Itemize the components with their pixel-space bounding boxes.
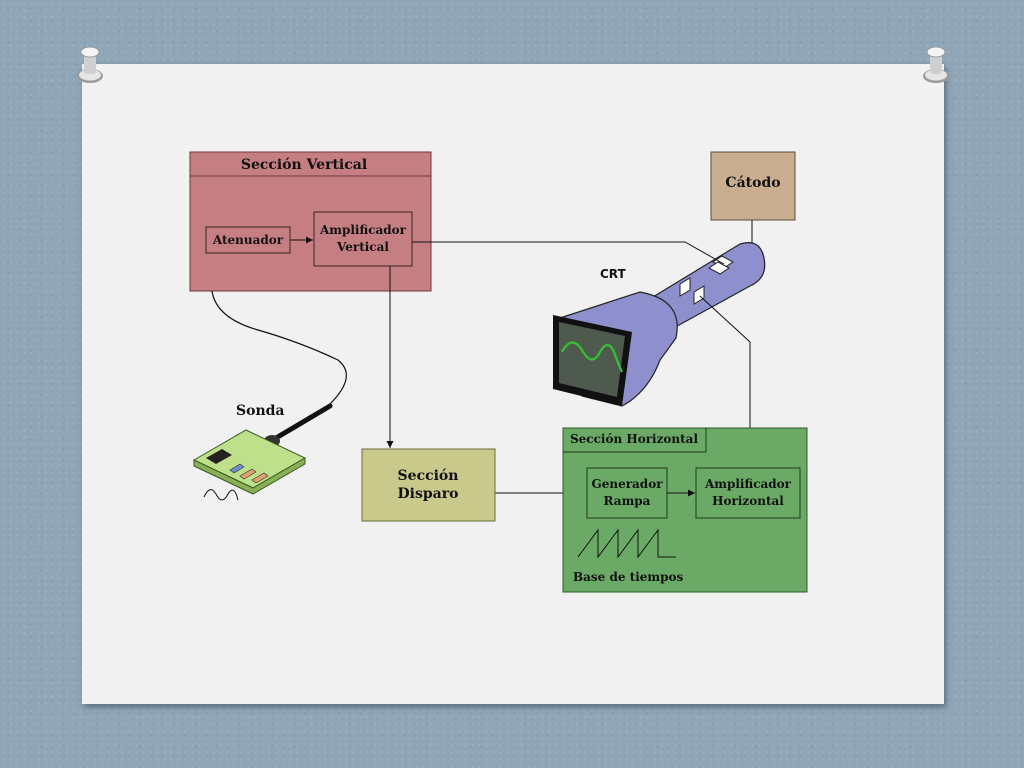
horizontal-amp-to-crt-line bbox=[699, 295, 751, 451]
ramp-line2: Rampa bbox=[604, 494, 651, 508]
pushpin-left-icon bbox=[77, 46, 103, 83]
horizontal-section: Sección Horizontal Generador Rampa Ampli… bbox=[562, 427, 808, 593]
trigger-section: Sección Disparo bbox=[361, 448, 496, 522]
horizontal-section-title: Sección Horizontal bbox=[570, 432, 698, 446]
trigger-line1: Sección bbox=[398, 468, 459, 484]
crt-label: CRT bbox=[600, 267, 627, 281]
cathode-label: Cátodo bbox=[725, 175, 780, 191]
vertical-amp-to-crt-line bbox=[412, 241, 725, 265]
probe-label: Sonda bbox=[236, 403, 285, 419]
ramp-line1: Generador bbox=[591, 477, 663, 491]
pushpin-right-icon bbox=[923, 46, 949, 83]
timebase-label: Base de tiempos bbox=[573, 570, 684, 584]
probe: Sonda bbox=[192, 290, 347, 501]
vertical-section-title: Sección Vertical bbox=[241, 157, 367, 173]
horizontal-amp-line2: Horizontal bbox=[712, 494, 784, 508]
vertical-amplifier-box bbox=[313, 211, 413, 267]
horizontal-amplifier-box bbox=[695, 467, 801, 519]
trigger-line2: Disparo bbox=[398, 486, 459, 502]
horizontal-amp-line1: Amplificador bbox=[704, 477, 792, 491]
attenuator-label: Atenuador bbox=[212, 233, 284, 247]
vertical-section: Sección Vertical Atenuador Amplificador … bbox=[189, 151, 432, 292]
vertical-amp-line1: Amplificador bbox=[319, 223, 407, 237]
crt-tube: CRT bbox=[553, 242, 766, 407]
vertical-amp-line2: Vertical bbox=[336, 240, 389, 254]
sawtooth-icon bbox=[577, 528, 676, 559]
cathode-block: Cátodo bbox=[710, 151, 796, 251]
